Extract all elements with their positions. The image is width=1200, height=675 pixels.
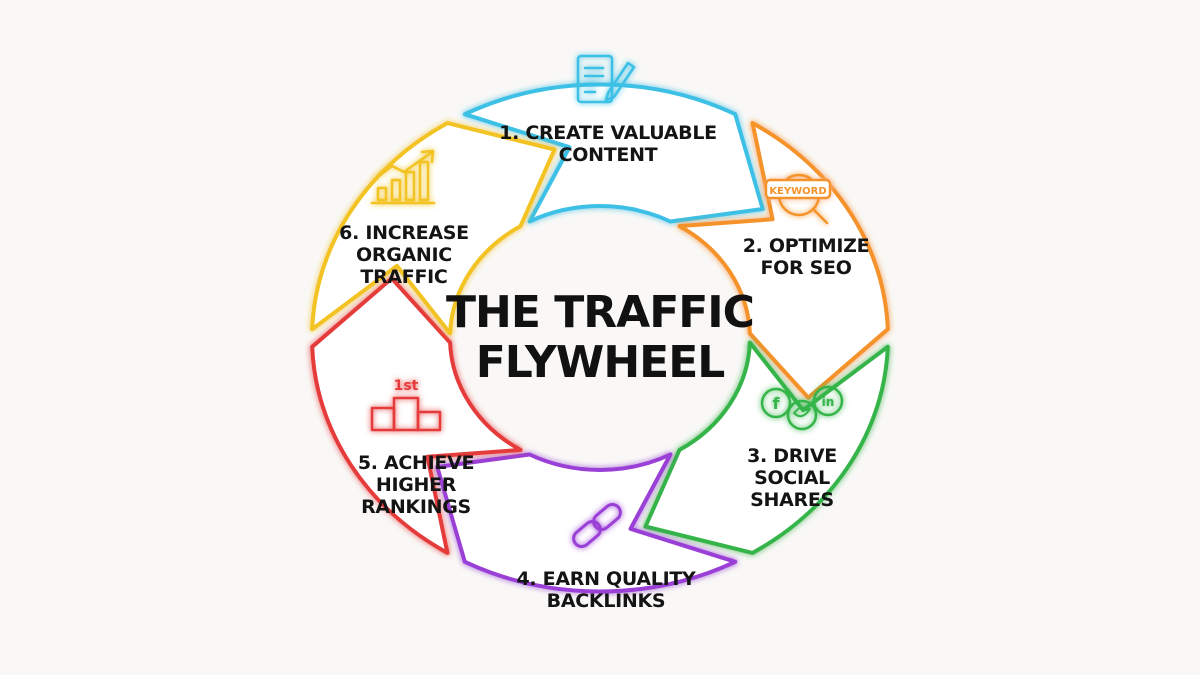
segment-5-arrow xyxy=(310,276,523,555)
keyword-badge-text: KEYWORD xyxy=(769,186,826,197)
chain-link-icon xyxy=(572,503,622,548)
segment-6-arrow xyxy=(310,121,557,336)
keyword-magnifier-icon: KEYWORD xyxy=(764,173,832,225)
social-media-icon: f in xyxy=(760,385,844,431)
segment-5: 1st xyxy=(310,276,523,555)
segment-2-label: 2. OPTIMIZE FOR SEO xyxy=(742,235,870,279)
segment-6-label: 6. INCREASE ORGANIC TRAFFIC xyxy=(339,222,469,288)
segment-1-label: 1. CREATE VALUABLE CONTENT xyxy=(499,122,717,166)
document-pen-icon xyxy=(576,54,636,104)
segment-4-label: 4. EARN QUALITY BACKLINKS xyxy=(516,568,696,612)
segment-4 xyxy=(435,452,738,594)
segment-5-label: 5. ACHIEVE HIGHER RANKINGS xyxy=(357,452,475,518)
segment-3: f in xyxy=(643,340,890,555)
segment-2: KEYWORD xyxy=(677,121,890,400)
diagram-title-line-1: THE TRAFFIC xyxy=(446,287,755,338)
diagram-title-line-2: FLYWHEEL xyxy=(475,337,726,388)
segment-6 xyxy=(310,121,557,336)
segment-1-arrow xyxy=(462,82,765,224)
svg-text:f: f xyxy=(773,394,781,413)
podium-icon: 1st xyxy=(370,378,442,432)
svg-text:in: in xyxy=(822,395,835,409)
segment-3-label: 3. DRIVE SOCIAL SHARES xyxy=(747,445,837,511)
segment-3-arrow xyxy=(643,340,890,555)
growth-chart-icon xyxy=(370,149,436,205)
segment-1 xyxy=(462,54,765,224)
segment-2-arrow xyxy=(677,121,890,400)
first-place-text: 1st xyxy=(394,378,419,394)
